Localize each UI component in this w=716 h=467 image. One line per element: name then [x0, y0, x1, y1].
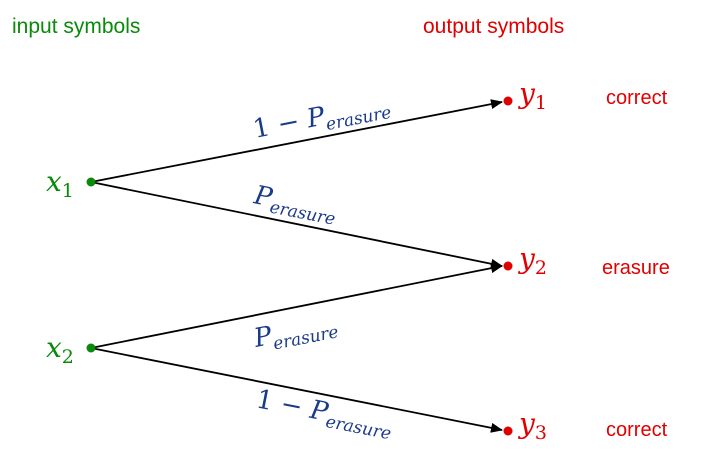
output-subscript: 2 — [535, 257, 547, 279]
output-subscript: 1 — [535, 92, 547, 114]
output-symbols-header: output symbols — [423, 15, 564, 38]
input-subscript: 1 — [62, 180, 74, 202]
output-node-y1 — [503, 96, 513, 106]
edge-x2-y2 — [90, 263, 503, 349]
output-subscript: 3 — [535, 422, 547, 444]
output-label-y1: y1 — [517, 77, 547, 114]
edge-x2-y3 — [90, 347, 503, 433]
edge-label-x2-y3: 1 − Perasure — [253, 384, 395, 444]
output-symbol: y — [517, 242, 536, 275]
output-node-y3 — [503, 426, 513, 436]
input-label-x1: x1 — [46, 165, 74, 202]
output-symbol: y — [517, 77, 536, 110]
edge-label-x2-y2: Perasure — [251, 308, 341, 358]
edge-label-subscript: erasure — [324, 412, 393, 444]
input-symbol: x — [46, 165, 62, 198]
edge-label-prefix: 1 − — [251, 105, 311, 145]
input-symbol: x — [46, 331, 62, 364]
output-symbol: y — [517, 407, 536, 440]
output-node-y2 — [503, 261, 513, 271]
output-status-y2: erasure — [602, 257, 670, 279]
input-subscript: 2 — [62, 346, 74, 368]
edge-label-x1-y2: Perasure — [250, 180, 340, 230]
input-node-x1 — [86, 177, 96, 187]
input-node-x2 — [86, 343, 96, 353]
input-symbols-header: input symbols — [12, 15, 140, 38]
output-status-y1: correct — [606, 87, 668, 109]
input-label-x2: x2 — [46, 331, 74, 368]
output-label-y2: y2 — [517, 242, 547, 279]
output-status-y3: correct — [606, 419, 668, 441]
edge-label-subscript: erasure — [271, 322, 340, 354]
edge-x1-y2 — [90, 181, 503, 269]
edge-label-x1-y1: 1 − Perasure — [251, 89, 393, 149]
output-label-y3: y3 — [517, 407, 547, 444]
edge-x1-y1 — [90, 99, 503, 183]
